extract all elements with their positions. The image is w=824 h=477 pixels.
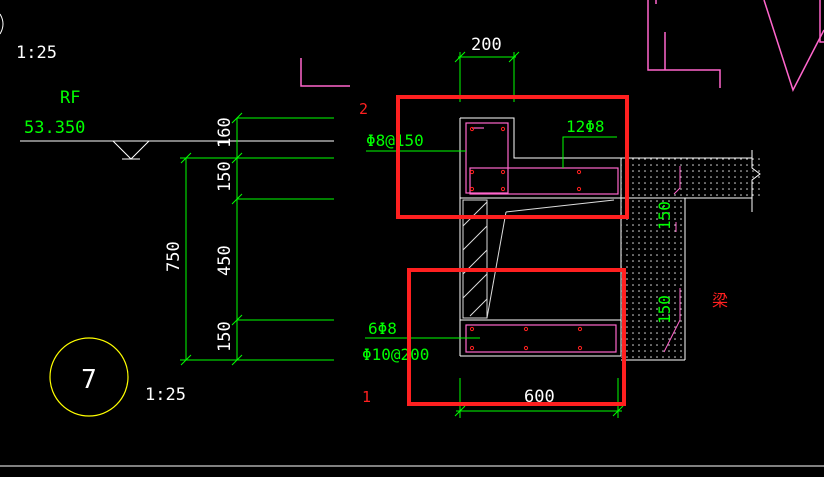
dim-seg-3: 450 — [215, 245, 235, 276]
dim-seg-4: 150 — [215, 321, 235, 352]
right-side-markers — [663, 166, 681, 353]
scale-label-top: 1:25 — [16, 43, 57, 63]
highlight-box-bottom[interactable] — [407, 268, 626, 406]
scale-label-bottom: 1:25 — [145, 385, 186, 405]
rebar-stirrup-bottom: Φ10@200 — [362, 345, 429, 364]
top-left-arc — [0, 13, 4, 35]
rebar-long-top: 12Φ8 — [566, 117, 605, 136]
level-value: 53.350 — [24, 118, 85, 138]
beam-label: 梁 — [712, 291, 728, 310]
right-dim-2: 150 — [655, 295, 674, 324]
detail-number: 7 — [81, 365, 97, 395]
dim-seg-1: 160 — [215, 117, 235, 148]
detail-circle — [49, 337, 129, 417]
dim-top: 200 — [471, 35, 502, 55]
rebar-bars — [469, 126, 583, 351]
highlight-box-top[interactable] — [396, 95, 629, 219]
level-name: RF — [60, 88, 80, 108]
break-line-icon — [751, 150, 761, 212]
rebar-stirrup-top: Φ8@150 — [366, 131, 424, 150]
rebar-long-bottom: 6Φ8 — [368, 319, 397, 338]
right-dim-1: 150 — [655, 201, 674, 230]
slab-section — [621, 150, 761, 361]
top-magenta-lines — [300, 0, 824, 92]
bottom-dimension — [454, 378, 624, 418]
top-rebar-cage — [465, 122, 619, 195]
hatched-wall — [462, 199, 615, 319]
vertical-dimension-chain — [180, 112, 334, 366]
marker-1: 1 — [362, 388, 371, 406]
beam-outline — [459, 117, 622, 357]
dim-seg-2: 150 — [215, 161, 235, 192]
marker-2: 2 — [359, 100, 368, 118]
top-dimension — [454, 51, 520, 102]
bottom-rebar-cage — [465, 324, 617, 353]
rebar-leaders — [365, 136, 617, 339]
level-marker-icon — [20, 140, 334, 160]
dim-total: 750 — [164, 241, 184, 272]
